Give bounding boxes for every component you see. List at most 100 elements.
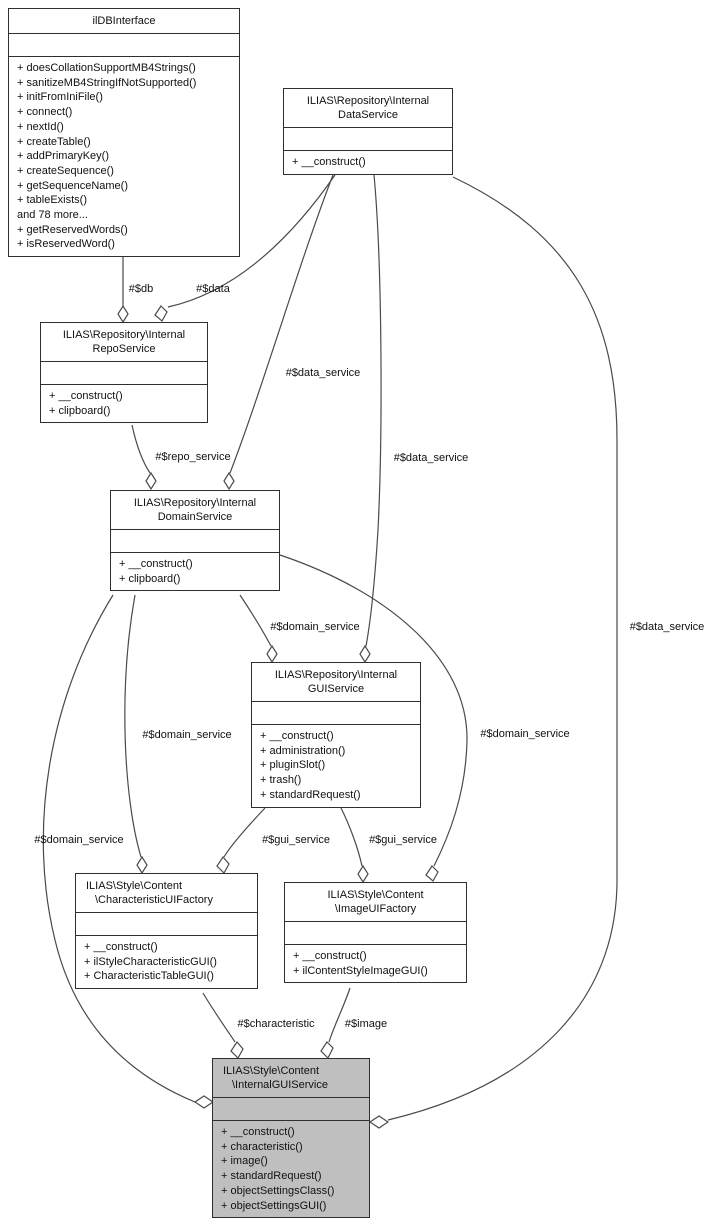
edge-domain-service-image <box>279 554 468 867</box>
method: + clipboard() <box>49 404 111 417</box>
method: + objectSettingsGUI() <box>221 1199 327 1212</box>
method: + characteristic() <box>221 1140 303 1153</box>
method: + ilStyleCharacteristicGUI() <box>84 955 217 968</box>
edge-data-service-domain <box>229 174 334 474</box>
aggregation-diamond <box>425 865 439 882</box>
class-name-line: GUIService <box>307 683 365 695</box>
aggregation-diamond <box>216 856 230 874</box>
edge-label-db: #$db <box>128 283 154 295</box>
edge-data-service-gui <box>365 174 382 647</box>
aggregation-diamond <box>359 644 371 664</box>
method: + __construct() <box>260 730 334 742</box>
class-name-line: DomainService <box>157 511 233 523</box>
class-title: ILIAS\Style\Content \CharacteristicUIFact… <box>76 874 257 912</box>
class-image-ui-factory[interactable]: ILIAS\Style\Content \ImageUIFactory + __c… <box>284 882 467 984</box>
aggregation-diamond <box>145 471 157 491</box>
class-attributes-empty <box>41 361 207 385</box>
aggregation-diamond <box>154 305 168 322</box>
method: + createSequence() <box>17 164 114 177</box>
aggregation-diamond <box>230 1041 244 1059</box>
class-title: ILIAS\Style\Content \ImageUIFactory <box>285 883 466 921</box>
class-name-line: \ImageUIFactory <box>334 903 417 915</box>
edge-domain-service-internal <box>42 594 196 1103</box>
edge-characteristic <box>202 992 236 1043</box>
method: + getSequenceName() <box>17 179 128 192</box>
edge-repo-service <box>131 424 151 474</box>
class-method-list: + __construct()+ administration()+ plugi… <box>252 725 420 807</box>
edge-label-characteristic: #$characteristic <box>237 1018 315 1030</box>
method: + trash() <box>260 774 302 787</box>
class-method-list: + __construct()+ ilStyleCharacteristicGU… <box>76 936 257 988</box>
method: + __construct() <box>293 950 367 962</box>
class-internal-gui-service[interactable]: ILIAS\Style\Content \InternalGUIService +… <box>212 1058 370 1219</box>
edge-label-domain-service-2: #$domain_service <box>142 729 232 741</box>
edge-gui-service-char <box>223 807 266 858</box>
edge-label-repo-service: #$repo_service <box>155 451 231 463</box>
class-attributes-empty <box>76 912 257 936</box>
aggregation-diamond <box>136 855 148 875</box>
class-attributes-empty <box>9 33 239 57</box>
class-attributes-empty <box>285 921 466 945</box>
edge-data-service-internal <box>387 176 618 1121</box>
class-name-line: ILIAS\Style\Content <box>223 1065 319 1077</box>
class-method-list: + __construct()+ characteristic()+ image… <box>213 1121 369 1217</box>
edge-label-domain-service-1: #$domain_service <box>270 621 360 633</box>
method: + standardRequest() <box>260 788 361 801</box>
class-attributes-empty <box>252 701 420 725</box>
class-attributes-empty <box>111 529 279 553</box>
class-name-line: ILIAS\Style\Content <box>327 889 424 901</box>
edge-label-data-service-1: #$data_service <box>285 367 361 379</box>
method: + addPrimaryKey() <box>17 150 110 163</box>
class-name-line: ILIAS\Repository\Internal <box>274 669 398 681</box>
class-method-list: + doesCollationSupportMB4Strings()+ sani… <box>9 57 239 256</box>
class-title: ilDBInterface <box>9 9 239 33</box>
method: + __construct() <box>292 156 366 168</box>
edge-label-domain-service-4: #$domain_service <box>480 728 570 740</box>
edge-label-domain-service-3: #$domain_service <box>34 834 124 846</box>
class-name-line: \CharacteristicUIFactory <box>95 894 213 906</box>
method: + __construct() <box>49 390 123 402</box>
class-name-line: ILIAS\Style\Content <box>86 880 182 892</box>
class-characteristic-ui-factory[interactable]: ILIAS\Style\Content \CharacteristicUIFact… <box>75 873 258 990</box>
class-method-list: + __construct()+ clipboard() <box>111 553 279 590</box>
class-name-line: ILIAS\Repository\Internal <box>62 329 186 341</box>
aggregation-diamond <box>266 644 278 664</box>
aggregation-diamond <box>117 304 129 324</box>
aggregation-diamond <box>223 471 235 491</box>
method: + doesCollationSupportMB4Strings() <box>17 62 196 74</box>
class-name-line: ILIAS\Repository\Internal <box>306 95 430 107</box>
aggregation-diamond <box>193 1095 215 1109</box>
class-method-list: + __construct() + clipboard() <box>41 385 207 422</box>
method: + pluginSlot() <box>260 759 326 772</box>
edge-domain-service-gui <box>239 594 272 647</box>
class-name-line: DataService <box>338 109 398 121</box>
method: + ilContentStyleImageGUI() <box>293 964 428 977</box>
method: + getReservedWords() <box>17 223 128 236</box>
class-name-line: ILIAS\Repository\Internal <box>133 497 257 509</box>
edge-label-image: #$image <box>344 1018 388 1030</box>
class-name-line: \InternalGUIService <box>232 1079 328 1091</box>
method: + nextId() <box>17 120 64 133</box>
class-ildbinterface[interactable]: ilDBInterface + doesCollationSupportMB4S… <box>8 8 240 258</box>
edge-label-gui-service-2: #$gui_service <box>369 834 437 846</box>
method: + connect() <box>17 106 73 119</box>
class-attributes-empty <box>284 127 452 151</box>
method: + image() <box>221 1155 268 1168</box>
method: + clipboard() <box>119 572 181 585</box>
aggregation-diamond <box>368 1115 390 1129</box>
edge-label-gui-service-1: #$gui_service <box>262 834 330 846</box>
class-title: ILIAS\Style\Content \InternalGUIService <box>213 1059 369 1097</box>
class-method-list: + __construct() + ilContentStyleImageGUI(… <box>285 945 466 982</box>
edge-image <box>328 987 351 1043</box>
method: and 78 more... <box>17 209 88 222</box>
edge-gui-service-image <box>340 807 363 867</box>
class-name-line: ilDBInterface <box>92 15 156 27</box>
aggregation-diamond <box>357 864 369 884</box>
